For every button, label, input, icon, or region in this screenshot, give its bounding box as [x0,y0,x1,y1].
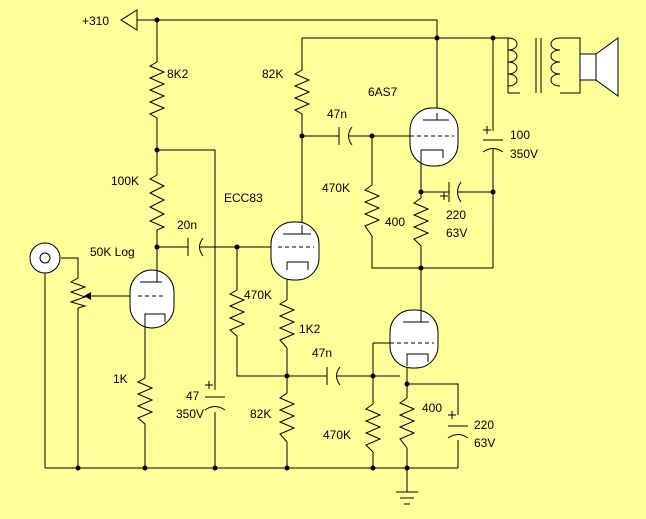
label-r-470k-bottom: 470K [323,428,351,442]
input-jack [29,242,61,274]
ground-symbol [396,491,418,505]
label-r-400-bottom: 400 [422,401,442,415]
label-r-82k-bottom: 82K [250,407,271,421]
label-r-8k2: 8K2 [167,67,189,81]
speaker-icon [579,37,619,97]
supply-rail-symbol [120,9,138,31]
resistor-82k-bottom [278,392,296,443]
resistor-400-top [412,197,430,247]
label-c-47-voltage: 350V [176,407,204,421]
tube-v1b-ecc83 [270,221,320,281]
capacitor-220-bottom [447,411,469,439]
capacitor-100uf [482,126,504,153]
capacitor-220-top [440,181,462,203]
resistor-8k2 [148,61,166,119]
label-c-20n: 20n [177,218,197,232]
label-c-47: 47 [186,389,200,403]
label-pot-50k: 50K Log [90,245,135,259]
resistor-400-bottom [398,397,416,449]
label-r-470k-top: 470K [322,181,350,195]
capacitor-47uf [204,381,226,411]
component-labels: 8K2 100K 50K Log 1K 47 350V 20n ECC83 47… [90,67,538,450]
label-c-47n-bottom: 47n [312,346,332,360]
resistor-100k [148,174,166,231]
resistor-1k [136,377,154,425]
label-c-47n-top: 47n [327,107,347,121]
label-c-100: 100 [510,128,530,142]
junction-dots [75,17,496,471]
label-c-220-bottom: 220 [474,418,494,432]
resistor-470k-top [363,184,381,237]
resistor-470k-left [228,289,246,337]
capacitor-47n-bottom [326,366,341,386]
potentiometer-50k [69,277,92,309]
label-c-220-bottom-voltage: 63V [474,436,495,450]
tube-6as7-bottom [389,309,439,369]
capacitor-20n [187,237,204,257]
tube-v1a [129,269,175,329]
label-r-1k: 1K [113,372,128,386]
supply-label: +310 [82,14,109,28]
label-r-400-top: 400 [385,215,405,229]
tube-6as7-top [409,107,459,167]
label-r-100k: 100K [111,174,139,188]
label-tube-ecc83: ECC83 [224,191,263,205]
label-c-220-top-voltage: 63V [446,226,467,240]
label-c-220-top: 220 [446,208,466,222]
resistor-82k-top [293,69,311,115]
label-r-1k2: 1K2 [299,322,321,336]
label-r-470k-left: 470K [244,288,272,302]
label-r-82k-top: 82K [262,67,283,81]
resistor-470k-bottom [364,403,382,453]
label-tube-6as7: 6AS7 [368,85,398,99]
label-c-100-voltage: 350V [510,147,538,161]
resistor-1k2 [278,299,296,349]
output-transformer [507,37,561,93]
capacitor-47n-top [338,126,353,146]
